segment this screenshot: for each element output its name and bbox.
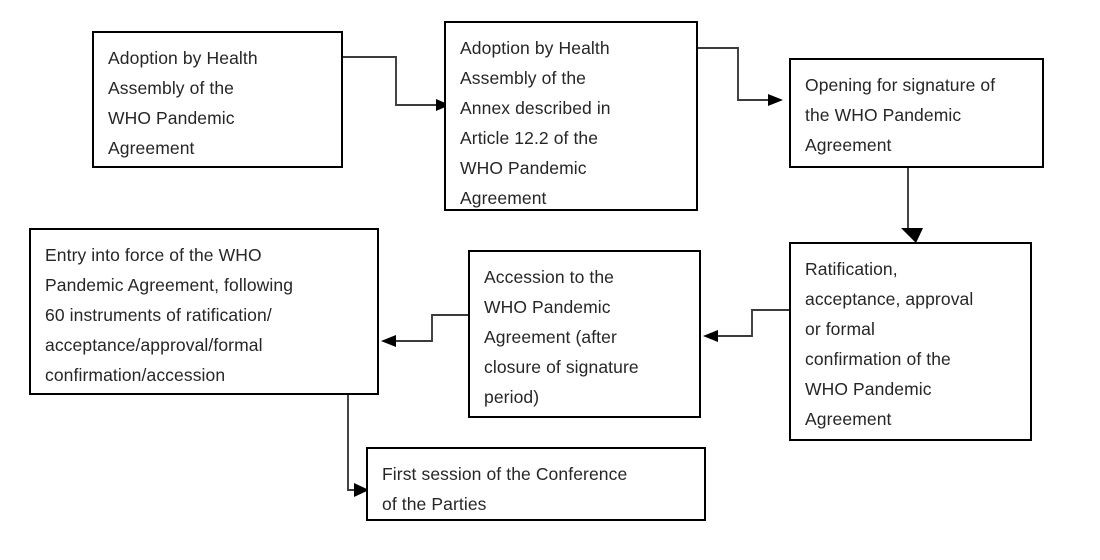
flow-node-accession: Accession to the WHO Pandemic Agreement … <box>468 250 701 418</box>
arrow-head-icon <box>901 228 923 243</box>
connector-ratification-to-accession <box>703 309 789 342</box>
flow-node-adoption-agreement: Adoption by Health Assembly of the WHO P… <box>92 31 343 168</box>
arrow-head-icon <box>768 94 783 106</box>
flow-node-entry-into-force: Entry into force of the WHO Pandemic Agr… <box>29 228 379 395</box>
flow-node-first-session-cop: First session of the Conference of the P… <box>366 447 706 521</box>
connector-line <box>343 56 436 106</box>
connector-line <box>347 395 354 491</box>
connector-line <box>718 309 789 337</box>
connector-line <box>396 314 468 342</box>
flow-node-ratification: Ratification, acceptance, approval or fo… <box>789 242 1032 441</box>
flow-node-opening-signature: Opening for signature of the WHO Pandemi… <box>789 58 1044 168</box>
flow-node-adoption-annex: Adoption by Health Assembly of the Annex… <box>444 21 698 211</box>
arrow-head-icon <box>381 335 396 347</box>
connector-line <box>698 47 768 101</box>
connector-adoption-agreement-to-adoption-annex <box>343 56 450 111</box>
connector-adoption-annex-to-opening-signature <box>698 47 783 106</box>
connector-accession-to-entry-into-force <box>381 314 468 347</box>
connector-opening-signature-to-ratification <box>901 168 923 243</box>
arrow-head-icon <box>703 330 718 342</box>
